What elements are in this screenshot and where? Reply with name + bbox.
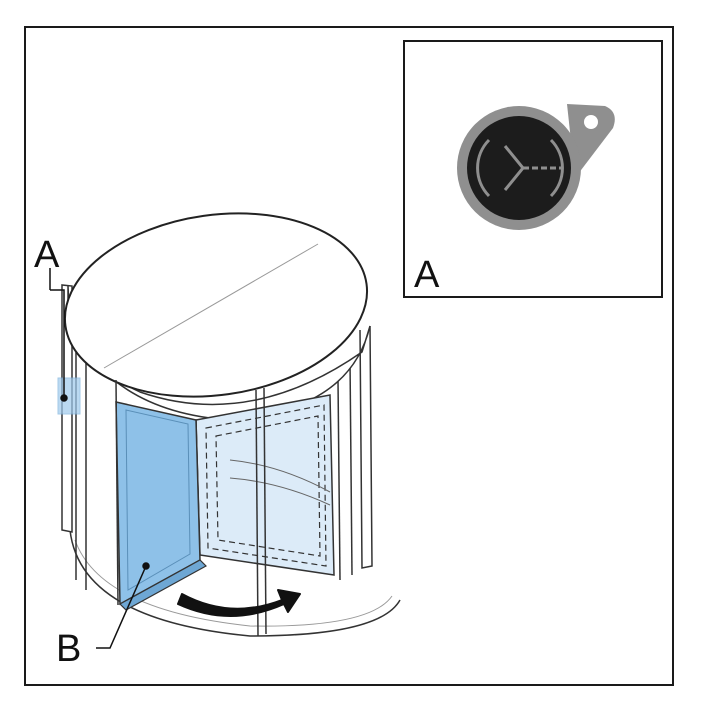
callout-lines [49, 268, 150, 649]
callout-label-b: B [56, 628, 82, 670]
key-fob-icon [457, 104, 615, 230]
curved-arrow-icon [177, 589, 301, 617]
detail-inset [403, 40, 663, 298]
floor-ring [69, 529, 401, 637]
inset-label-a: A [414, 254, 440, 296]
callout-label-a: A [34, 234, 60, 276]
figure-frame [24, 26, 674, 686]
right-wall [337, 325, 373, 581]
door-wing-front [115, 401, 207, 611]
